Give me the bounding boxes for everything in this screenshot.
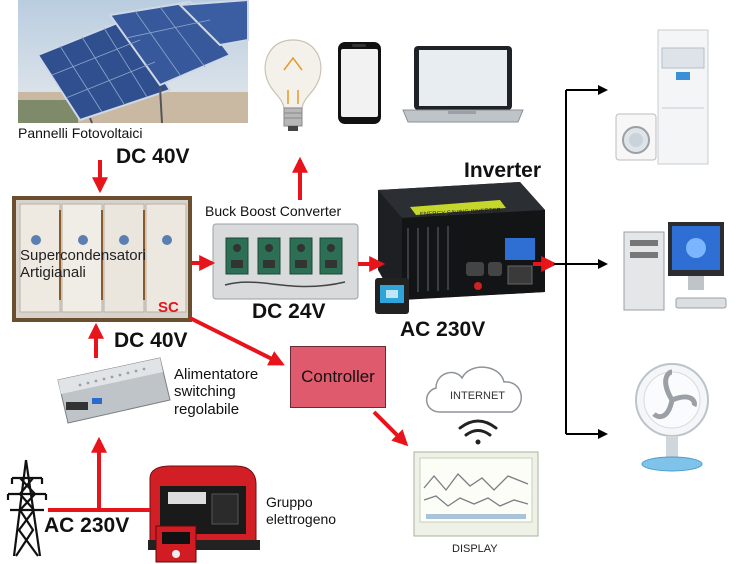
label-pannelli: Pannelli Fotovoltaici	[18, 125, 143, 141]
label-sc: SC	[158, 299, 179, 316]
desktop-computer-icon	[623, 222, 727, 311]
fan-icon	[635, 363, 709, 472]
label-supercondensatori: Supercondensatori Artigianali	[20, 247, 146, 281]
power-supply-unit	[57, 357, 171, 424]
label-ac230-right: AC 230V	[400, 318, 486, 341]
label-display: DISPLAY	[452, 543, 498, 555]
solar-panels-photo	[18, 0, 249, 124]
cloud-icon	[426, 366, 522, 413]
lightbulb-icon	[264, 39, 322, 131]
display-monitor	[413, 451, 539, 537]
supercapacitor-box	[12, 196, 192, 322]
laptop-icon	[402, 46, 524, 123]
label-internet: INTERNET	[450, 390, 505, 402]
label-dc40-top: DC 40V	[116, 145, 190, 168]
label-inverter: Inverter	[464, 159, 542, 182]
air-conditioner-icon	[657, 29, 709, 165]
remote-display	[375, 278, 409, 314]
label-dc40-mid: DC 40V	[114, 329, 188, 352]
black-distribution	[554, 85, 608, 439]
wifi-icon	[458, 419, 498, 445]
washing-machine-icon	[615, 113, 657, 161]
controller-box: Controller	[290, 346, 386, 408]
arrow-sc-to-controller	[189, 316, 285, 366]
red-arrows	[48, 156, 558, 512]
label-buck-boost: Buck Boost Converter	[205, 203, 342, 219]
smartphone-icon	[338, 42, 381, 124]
inverter-box	[378, 182, 545, 300]
label-alimentatore: Alimentatore switching regolabile	[174, 366, 259, 418]
label-ac230-bottom: AC 230V	[44, 514, 130, 537]
label-gruppo: Gruppo elettrogeno	[266, 494, 337, 527]
arrow-controller-to-display	[372, 410, 409, 447]
buck-boost-board	[212, 223, 359, 300]
generator	[148, 465, 260, 563]
label-dc24: DC 24V	[252, 300, 326, 323]
power-tower-icon	[6, 459, 48, 557]
